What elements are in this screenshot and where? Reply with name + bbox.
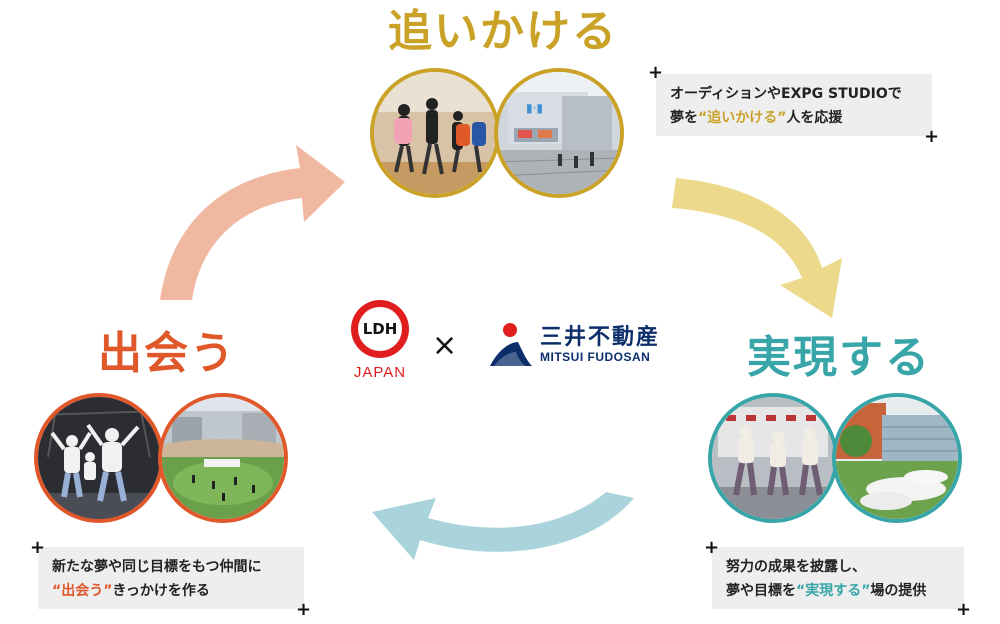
building-plaza-photo: ▮·▮ [494,68,624,198]
caption-chase-line1: オーディションやEXPG STUDIOで [670,86,902,102]
stage-dance-photo [34,393,164,523]
mitsui-jp-text: 三井不動産 [540,324,661,350]
mitsui-fudosan-logo: 三井不動産 MITSUI FUDOSAN [488,320,660,370]
photo-pair-realize [708,393,962,523]
title-chase: 追いかける [388,6,618,57]
performance-photo [708,393,838,523]
caption-meet: 新たな夢や同じ目標をもつ仲間に “出会う”きっかけを作る [38,547,304,609]
arrow-realize-to-meet [372,492,634,560]
ldh-mark-text: LDH [358,307,402,351]
arrow-chase-to-realize [672,178,842,318]
caption-chase-line2: 夢を“追いかける”人を応援 [670,110,843,126]
garden-sculpture-photo [832,393,962,523]
photo-pair-chase: ▮·▮ [370,68,624,198]
ldh-japan-logo: LDH JAPAN [340,300,420,381]
title-meet: 出会う [98,328,236,379]
corner-mark: + [30,537,46,558]
caption-realize-line1: 努力の成果を披露し、 [726,559,866,575]
dance-class-photo [370,68,500,198]
caption-meet-line1: 新たな夢や同じ目標をもつ仲間に [52,559,262,575]
title-realize: 実現する [747,332,931,383]
photo-pair-meet [34,393,288,523]
corner-mark: + [704,537,720,558]
ldh-sub-text: JAPAN [353,364,407,381]
caption-realize-line2: 夢や目標を“実現する”場の提供 [726,583,927,599]
arrow-meet-to-chase [160,145,345,300]
caption-chase: オーディションやEXPG STUDIOで 夢を“追いかける”人を応援 [656,74,932,136]
mitsui-mark-icon [490,323,532,366]
caption-realize: 努力の成果を披露し、 夢や目標を“実現する”場の提供 [712,547,964,609]
corner-mark: + [956,599,972,620]
mitsui-en-text: MITSUI FUDOSAN [540,350,651,365]
park-lawn-photo [158,393,288,523]
corner-mark: + [648,62,664,83]
times-sign: × [432,328,458,363]
corner-mark: + [296,599,312,620]
caption-meet-line2: “出会う”きっかけを作る [52,583,210,599]
corner-mark: + [924,126,940,147]
svg-text:▮·▮: ▮·▮ [526,101,543,115]
ldh-mark: LDH [351,300,409,358]
